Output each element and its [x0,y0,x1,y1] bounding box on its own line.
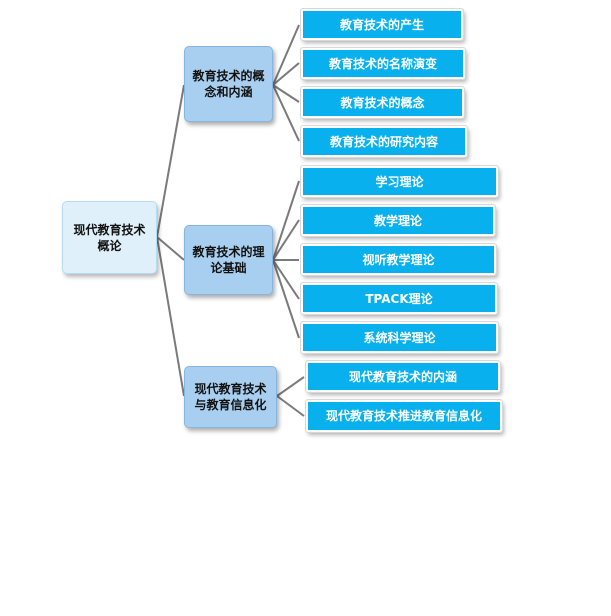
group-label: 现代教育技术与教育信息化 [194,382,267,412]
connector-g2-leaf-5 [272,259,300,339]
leaf-node: 学习理论 [300,165,499,198]
leaf-node: 系统科学理论 [300,321,499,354]
leaf-node: 教育技术的名称演变 [300,47,466,80]
group-node-theory: 教育技术的理论基础 [184,225,273,295]
connector-g2-leaf-4 [272,259,300,300]
leaf-label: TPACK理论 [365,291,433,306]
connector-g1-leaf-3 [272,84,300,103]
connector-g2-leaf-1 [272,180,300,261]
leaf-node: 现代教育技术的内涵 [305,360,501,393]
leaf-label: 视听教学理论 [362,252,435,267]
leaf-label: 教学理论 [373,213,422,228]
leaf-label: 现代教育技术推进教育信息化 [325,409,482,423]
leaf-node: TPACK理论 [300,282,498,315]
leaf-node: 教育技术的产生 [300,8,464,41]
leaf-node: 教育技术的研究内容 [300,125,468,158]
root-node: 现代教育技术概论 [62,201,157,274]
connector-root-group-3 [156,236,185,397]
group-label: 教育技术的理论基础 [192,245,265,275]
leaf-node: 视听教学理论 [300,243,497,276]
leaf-label: 教育技术的概念 [340,95,425,110]
connector-root-group-2 [156,236,185,261]
group-node-concept: 教育技术的概念和内涵 [184,46,273,122]
leaf-node: 教育技术的概念 [300,86,465,119]
group-node-informatization: 现代教育技术与教育信息化 [184,366,277,428]
connector-g1-leaf-2 [272,62,300,86]
connector-root-group-1 [156,84,185,238]
leaf-label: 系统科学理论 [363,330,436,345]
connector-g3-leaf-2 [276,395,305,417]
connector-g3-leaf-1 [276,376,305,397]
root-label: 现代教育技术概论 [73,222,146,253]
leaf-label: 教育技术的产生 [339,17,424,32]
connector-g2-leaf-2 [272,219,300,261]
leaf-label: 学习理论 [375,174,424,189]
leaf-node: 现代教育技术推进教育信息化 [305,399,503,433]
connector-g1-leaf-1 [272,24,300,86]
connector-g1-leaf-4 [272,84,300,142]
leaf-node: 教学理论 [300,204,496,237]
leaf-label: 现代教育技术的内涵 [348,369,457,384]
group-label: 教育技术的概念和内涵 [192,69,265,99]
leaf-label: 教育技术的名称演变 [328,56,437,71]
leaf-label: 教育技术的研究内容 [329,134,438,149]
